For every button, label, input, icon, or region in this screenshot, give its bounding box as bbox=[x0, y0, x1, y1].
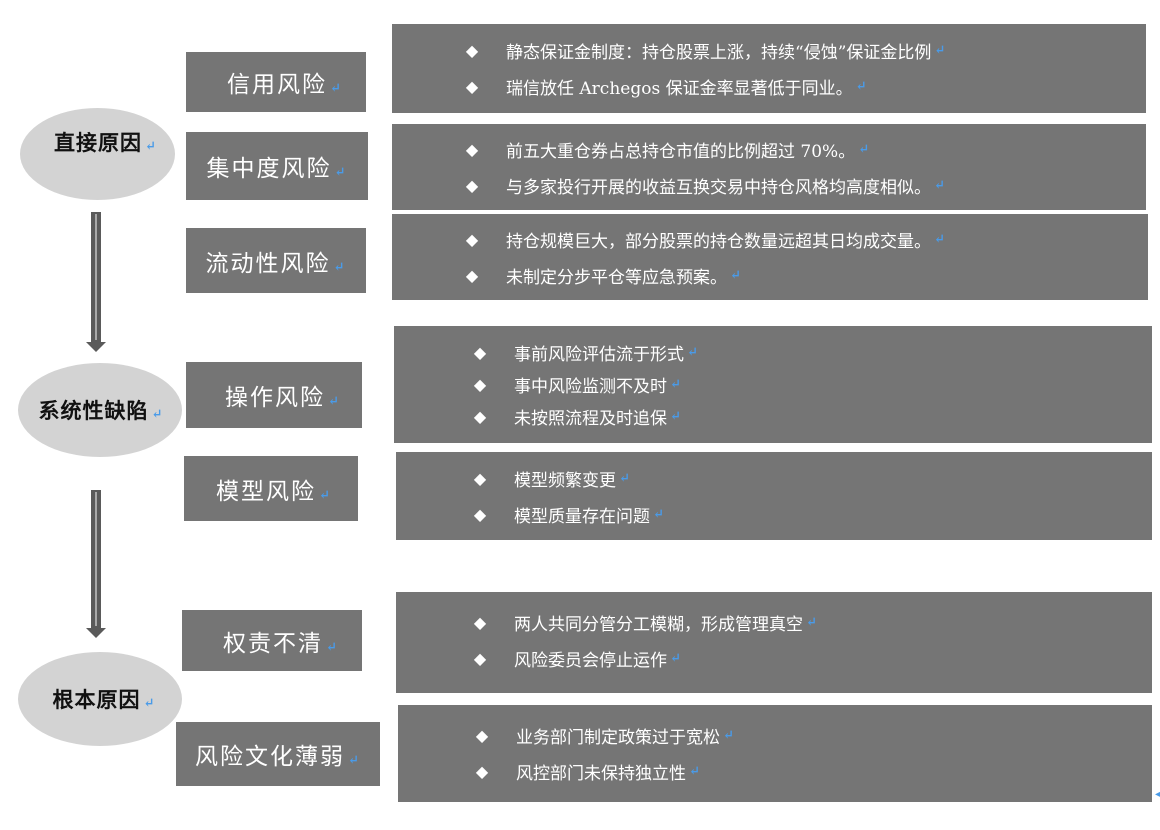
category-liquidity-risk: 流动性风险↵ bbox=[186, 228, 366, 293]
down-arrow-icon bbox=[86, 490, 106, 640]
diamond-bullet-icon: ◆ bbox=[473, 375, 487, 394]
diamond-bullet-icon: ◆ bbox=[465, 229, 479, 249]
category-label: 集中度风险 bbox=[206, 156, 332, 182]
category-unclear-responsibility: 权责不清↵ bbox=[182, 610, 362, 671]
bullet-item: ◆前五大重仓券占总持仓市值的比例超过 70%。↵ bbox=[458, 131, 1146, 167]
category-model-risk: 模型风险↵ bbox=[184, 456, 358, 521]
bullet-item: ◆两人共同分管分工模糊，形成管理真空↵ bbox=[466, 604, 1152, 640]
diamond-bullet-icon: ◆ bbox=[465, 175, 479, 195]
return-mark-icon: ↵ bbox=[670, 377, 681, 392]
bullet-item: ◆持仓规模巨大，部分股票的持仓数量远超其日均成交量。↵ bbox=[458, 221, 1148, 257]
diamond-bullet-icon: ◆ bbox=[473, 504, 487, 524]
diamond-bullet-icon: ◆ bbox=[473, 468, 487, 488]
return-mark-icon: ↵ bbox=[328, 394, 341, 409]
detail-panel-unclear-responsibility: ◆两人共同分管分工模糊，形成管理真空↵ ◆风险委员会停止运作↵ bbox=[396, 592, 1152, 693]
detail-panel-model-risk: ◆模型频繁变更↵ ◆模型质量存在问题↵ bbox=[396, 452, 1152, 540]
diamond-bullet-icon: ◆ bbox=[473, 407, 487, 426]
return-mark-icon: ↵ bbox=[348, 753, 361, 768]
diamond-bullet-icon: ◆ bbox=[465, 265, 479, 285]
detail-panel-credit-risk: ◆静态保证金制度：持仓股票上涨，持续“侵蚀”保证金比例↵ ◆瑞信放任 Arche… bbox=[392, 24, 1146, 113]
return-mark-icon: ↵ bbox=[689, 763, 700, 779]
bullet-item: ◆模型质量存在问题↵ bbox=[466, 496, 1152, 532]
bullet-item: ◆与多家投行开展的收益互换交易中持仓风格均高度相似。↵ bbox=[458, 167, 1146, 203]
return-mark-icon: ↵ bbox=[723, 727, 734, 743]
return-mark-icon: ↵ bbox=[858, 141, 870, 157]
diamond-bullet-icon: ◆ bbox=[475, 761, 489, 781]
category-operational-risk: 操作风险↵ bbox=[186, 362, 362, 428]
bullet-item: ◆事中风险监测不及时↵ bbox=[466, 369, 1152, 401]
diamond-bullet-icon: ◆ bbox=[465, 139, 479, 159]
bullet-item: ◆未按照流程及时追保↵ bbox=[466, 401, 1152, 433]
category-label: 模型风险 bbox=[216, 478, 317, 505]
stage-label: 系统性缺陷↵ bbox=[38, 398, 164, 423]
return-mark-icon: ↵ bbox=[143, 696, 156, 711]
stage-systemic-defect: 系统性缺陷↵ bbox=[18, 363, 182, 457]
diamond-bullet-icon: ◆ bbox=[475, 725, 489, 745]
category-credit-risk: 信用风险↵ bbox=[186, 52, 366, 112]
return-mark-icon: ↵ bbox=[145, 139, 157, 154]
return-mark-icon: ↵ bbox=[653, 506, 664, 522]
category-concentration-risk: 集中度风险↵ bbox=[186, 132, 368, 200]
category-label: 信用风险 bbox=[227, 72, 328, 98]
return-mark-icon: ↵ bbox=[934, 231, 945, 247]
detail-panel-operational-risk: ◆事前风险评估流于形式↵ ◆事中风险监测不及时↵ ◆未按照流程及时追保↵ bbox=[394, 326, 1152, 443]
return-mark-icon: ↵ bbox=[619, 470, 630, 486]
bullet-item: ◆事前风险评估流于形式↵ bbox=[466, 337, 1152, 369]
category-label: 流动性风险 bbox=[205, 250, 331, 277]
category-weak-risk-culture: 风险文化薄弱↵ bbox=[176, 722, 380, 786]
diamond-bullet-icon: ◆ bbox=[465, 41, 479, 60]
return-mark-icon: ↵ bbox=[730, 267, 741, 283]
return-mark-icon: ↵ bbox=[934, 43, 946, 58]
bullet-item: ◆未制定分步平仓等应急预案。↵ bbox=[458, 257, 1148, 293]
return-mark-icon: ↵ bbox=[151, 407, 164, 422]
diamond-bullet-icon: ◆ bbox=[473, 612, 487, 632]
bullet-item: ◆风险委员会停止运作↵ bbox=[466, 640, 1152, 676]
bullet-item: ◆模型频繁变更↵ bbox=[466, 460, 1152, 496]
detail-panel-concentration-risk: ◆前五大重仓券占总持仓市值的比例超过 70%。↵ ◆与多家投行开展的收益互换交易… bbox=[392, 124, 1146, 210]
return-mark-icon: ↵ bbox=[333, 259, 347, 275]
return-mark-icon: ↵ bbox=[934, 177, 945, 193]
bullet-item: ◆瑞信放任 Archegos 保证金率显著低于同业。↵ bbox=[458, 69, 1146, 105]
category-label: 权责不清 bbox=[223, 630, 324, 657]
detail-panel-liquidity-risk: ◆持仓规模巨大，部分股票的持仓数量远超其日均成交量。↵ ◆未制定分步平仓等应急预… bbox=[392, 214, 1148, 300]
return-mark-icon: ↵ bbox=[670, 650, 681, 666]
return-mark-icon: ↵ bbox=[806, 614, 817, 630]
return-mark-icon: ↵ bbox=[670, 409, 681, 424]
bullet-item: ◆静态保证金制度：持仓股票上涨，持续“侵蚀”保证金比例↵ bbox=[458, 33, 1146, 69]
stage-label: 根本原因↵ bbox=[52, 687, 156, 712]
diamond-bullet-icon: ◆ bbox=[473, 343, 487, 362]
return-mark-icon: ↵ bbox=[334, 165, 348, 180]
return-mark-icon: ↵ bbox=[330, 81, 343, 96]
bullet-item: ◆风控部门未保持独立性↵ bbox=[468, 753, 1152, 789]
stage-root-cause: 根本原因↵ bbox=[18, 652, 182, 746]
bullet-item: ◆业务部门制定政策过于宽松↵ bbox=[468, 717, 1152, 753]
return-mark-icon: ↵ bbox=[687, 345, 698, 360]
return-mark-icon: ◂ bbox=[1155, 789, 1160, 800]
detail-panel-weak-risk-culture: ◆业务部门制定政策过于宽松↵ ◆风控部门未保持独立性↵ bbox=[398, 705, 1152, 802]
return-mark-icon: ↵ bbox=[326, 639, 339, 655]
stage-label: 直接原因↵ bbox=[54, 130, 157, 155]
diamond-bullet-icon: ◆ bbox=[465, 77, 479, 96]
diamond-bullet-icon: ◆ bbox=[473, 648, 487, 668]
category-label: 风险文化薄弱 bbox=[195, 744, 346, 770]
return-mark-icon: ↵ bbox=[319, 487, 332, 503]
category-label: 操作风险 bbox=[225, 385, 326, 411]
down-arrow-icon bbox=[86, 212, 106, 354]
return-mark-icon: ↵ bbox=[855, 79, 867, 94]
stage-direct-cause: 直接原因↵ bbox=[20, 108, 175, 200]
